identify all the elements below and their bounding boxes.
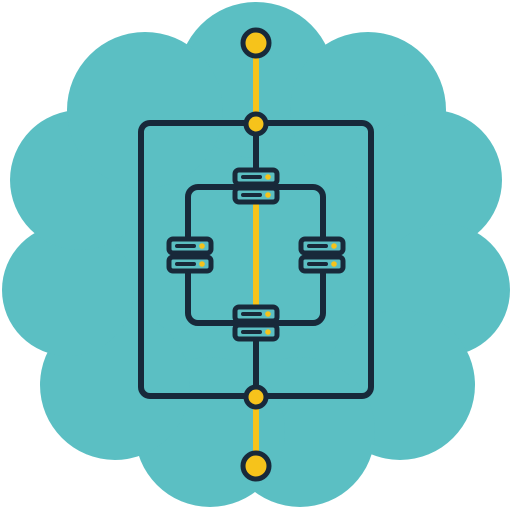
- connector-node: [243, 111, 269, 137]
- server-led-icon: [265, 311, 271, 317]
- server-node: [232, 167, 280, 205]
- connector-node: [240, 450, 272, 482]
- connector-node: [240, 27, 272, 59]
- server-led-icon: [331, 261, 337, 267]
- server-led-icon: [331, 243, 337, 249]
- server-led-icon: [199, 243, 205, 249]
- server-node: [166, 236, 214, 274]
- server-led-icon: [265, 329, 271, 335]
- server-node: [232, 304, 280, 342]
- server-node: [298, 236, 346, 274]
- server-led-icon: [265, 192, 271, 198]
- server-led-icon: [199, 261, 205, 267]
- connector-node: [243, 384, 269, 410]
- server-led-icon: [265, 174, 271, 180]
